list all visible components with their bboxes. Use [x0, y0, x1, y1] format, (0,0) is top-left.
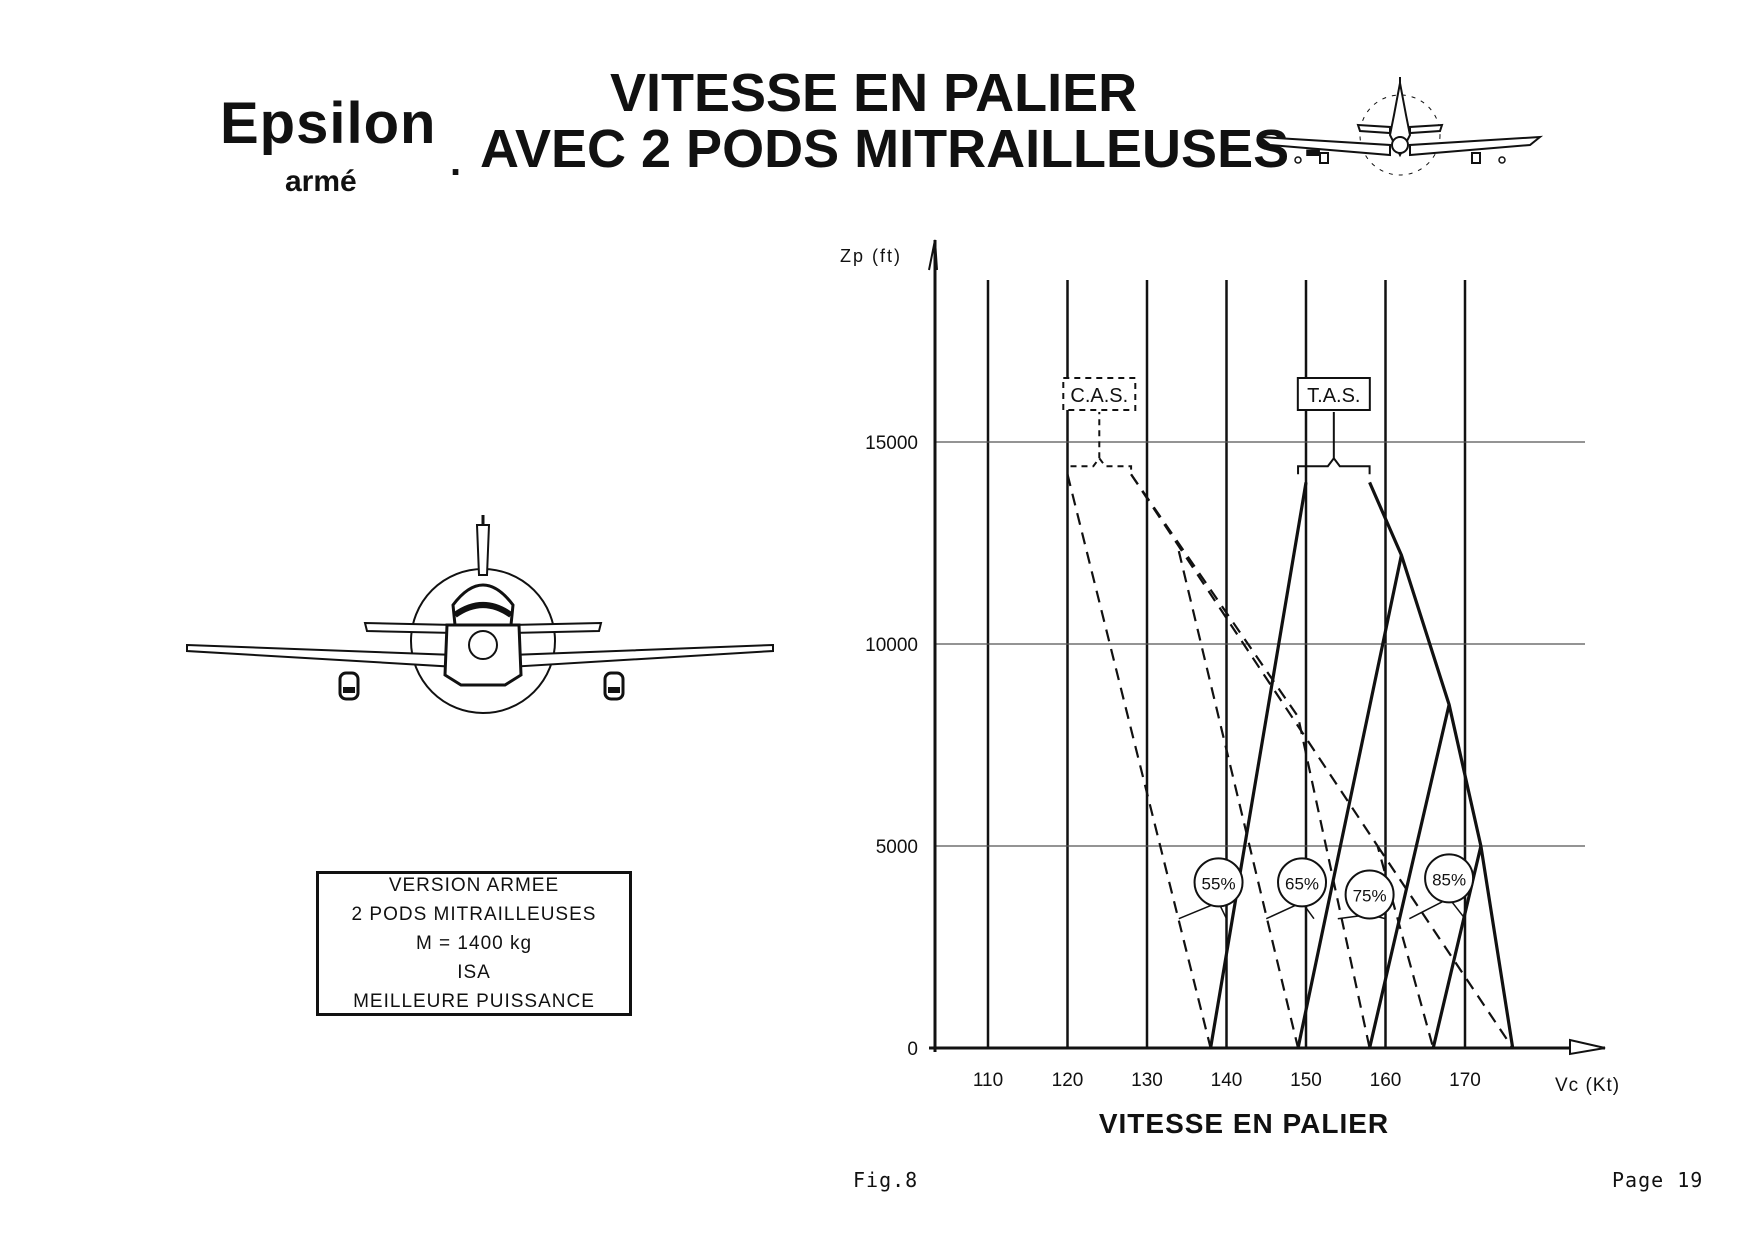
x-tick-label: 140 [1211, 1070, 1243, 1091]
config-line: MEILLEURE PUISSANCE [353, 991, 595, 1012]
tas-series-line [1368, 481, 1515, 1049]
epsilon-logo: Epsilon [220, 91, 437, 156]
y-tick-label: 10000 [865, 635, 918, 656]
y-tick-label: 5000 [876, 837, 918, 858]
y-tick-label: 0 [907, 1039, 918, 1060]
config-line: ISA [457, 962, 491, 983]
y-axis-arrow [928, 239, 938, 271]
y-tick-label: 15000 [865, 433, 918, 454]
configuration-box: VERSION ARMEE 2 PODS MITRAILLEUSES M = 1… [316, 871, 632, 1016]
tas-series-line [1368, 704, 1451, 1049]
percent-badge [1344, 869, 1395, 920]
percent-badge-label: 85% [1432, 870, 1466, 889]
group-bracket [1066, 456, 1133, 475]
group-label-box [1062, 377, 1137, 411]
group-label: T.A.S. [1307, 385, 1360, 407]
logo-subtitle: armé [285, 165, 357, 198]
aircraft-top-illustration [1256, 77, 1544, 176]
config-line: M = 1400 kg [415, 933, 533, 954]
percent-badge-label: 55% [1202, 874, 1236, 893]
figure-label: Fig.8 [853, 1168, 919, 1192]
group-label-box [1296, 377, 1371, 411]
x-tick-label: 120 [1052, 1070, 1084, 1091]
percent-badge [1193, 857, 1244, 908]
config-line: 2 PODS MITRAILLEUSES [351, 904, 597, 925]
percent-badge [1277, 857, 1328, 908]
page-title-line2: AVEC 2 PODS MITRAILLEUSES - [480, 119, 1323, 179]
tas-series-line [1296, 554, 1403, 1049]
cas-series-line [1177, 550, 1300, 1049]
aircraft-front-illustration [186, 515, 774, 714]
title-dot: . [450, 140, 462, 184]
x-tick-label: 150 [1290, 1070, 1322, 1091]
percent-badge-label: 65% [1285, 874, 1319, 893]
page-number: Page 19 [1612, 1168, 1704, 1192]
x-tick-label: 160 [1370, 1070, 1402, 1091]
x-axis-title: VITESSE EN PALIER [1099, 1108, 1389, 1139]
page-title-line1: VITESSE EN PALIER [610, 63, 1138, 123]
x-tick-label: 170 [1449, 1070, 1481, 1091]
percent-badge [1424, 853, 1475, 904]
config-line: VERSION ARMEE [388, 875, 560, 896]
cas-series-line [1130, 473, 1371, 1049]
group-label: C.A.S. [1070, 385, 1128, 407]
y-axis-label: Zp (ft) [840, 246, 902, 266]
x-axis-unit-label: Vc (Kt) [1555, 1075, 1620, 1096]
x-tick-label: 130 [1131, 1070, 1163, 1091]
x-tick-label: 110 [973, 1070, 1003, 1091]
cas-series-line [1376, 845, 1514, 1049]
tas-series-line [1209, 482, 1308, 1049]
group-bracket [1297, 456, 1371, 475]
x-axis-arrow [1569, 1038, 1606, 1056]
percent-badge-label: 75% [1353, 886, 1387, 905]
